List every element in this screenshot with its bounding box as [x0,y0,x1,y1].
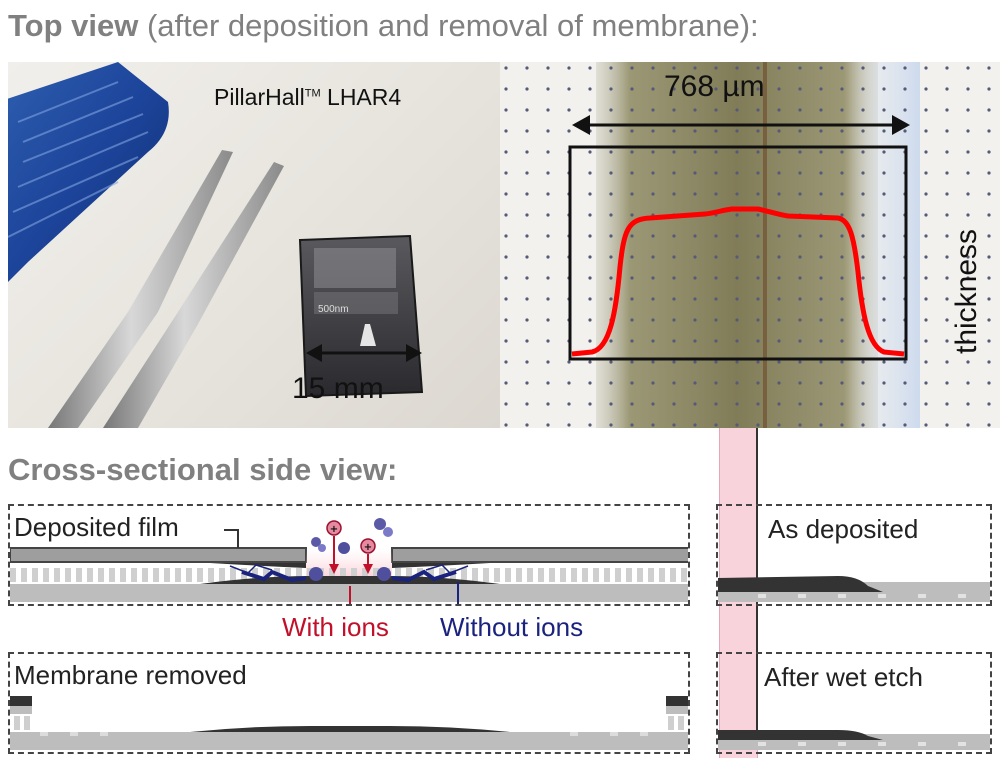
label-without-ions: Without ions [440,612,584,642]
svg-text:+: + [330,524,338,535]
width-arrow-768um [572,115,910,135]
trademark-symbol: TM [304,87,321,100]
pillarhall-chip [298,234,424,398]
panel-membrane-removed: Membrane removed [8,652,690,754]
product-name: PillarHall [214,84,305,110]
after-wet-etch-diagram [718,730,990,750]
tweezers-shape [48,150,284,428]
width-label-768um: 768 µm [664,70,765,103]
label-as-deposited: As deposited [768,514,919,545]
chip-scale-text: 500nm [318,304,349,315]
product-model: LHAR4 [320,84,402,110]
thickness-plot-frame [568,145,908,361]
sample-photo: PillarHallTM LHAR4 500nm 15 mm [8,62,500,428]
deposited-film-diagram: + + [10,518,688,604]
cross-section-heading: Cross-sectional side view: [8,452,398,487]
top-view-heading-rest: (after deposition and removal of membran… [138,8,759,43]
panel-after-wet-etch: After wet etch [716,652,992,754]
product-label: PillarHallTM LHAR4 [214,84,401,111]
label-deposited-film: Deposited film [14,512,179,542]
blue-pen-shape [8,62,169,282]
pillar-array-dots [500,62,1000,428]
panel-as-deposited: As deposited [716,504,992,606]
svg-text:+: + [364,542,372,553]
ion-particles: + + [309,518,393,581]
scale-arrow-15mm [306,344,422,362]
thickness-axis-label: thickness [950,228,983,354]
label-after-wet-etch: After wet etch [764,662,923,693]
label-with-ions: With ions [282,612,389,642]
label-membrane-removed: Membrane removed [14,660,247,690]
membrane-removed-diagram [10,696,688,750]
micrograph-drawing [500,62,1000,428]
top-view-heading: Top view (after deposition and removal o… [8,8,759,44]
sample-photo-drawing [8,62,424,428]
panel-deposited-film: + + Deposited film [8,504,690,606]
top-view-heading-bold: Top view [8,8,139,43]
micrograph-image: 768 µm thickness [500,62,1000,428]
scale-label-15mm: 15 mm [292,372,384,405]
as-deposited-diagram [718,576,990,602]
thickness-profile-curve [571,206,905,357]
